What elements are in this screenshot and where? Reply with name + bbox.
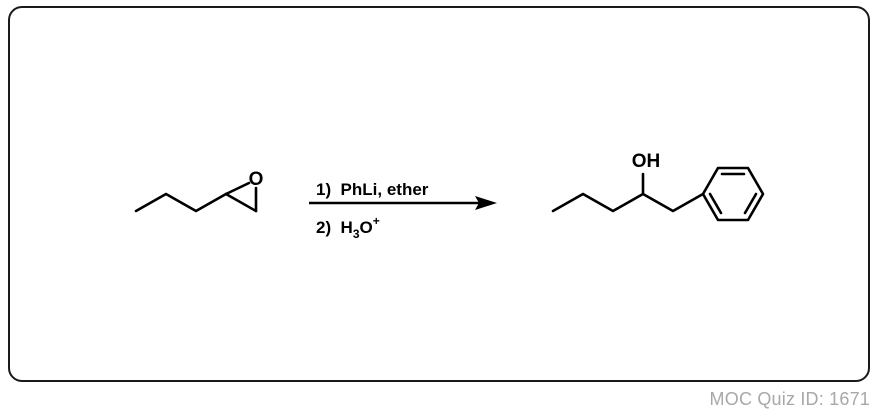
epoxide-bond-c1-c2 [224, 192, 258, 213]
reagent-step2-oxygen: O [360, 218, 373, 237]
reaction-arrow [309, 196, 497, 210]
reagent-step1: 1) PhLi, ether [316, 180, 429, 199]
benzene-ring [701, 166, 765, 222]
reagent-step2-subscript: 3 [353, 227, 360, 241]
benzene-double-bond-3 [708, 192, 723, 215]
reagent-step2-prefix: 2) H [316, 218, 353, 237]
reagent-step2-superscript: + [373, 214, 380, 228]
quiz-id-label: MOC Quiz ID: 1671 [709, 389, 870, 409]
epoxide-bond-c1-o [224, 181, 251, 196]
reactant-epoxide [134, 181, 258, 213]
benzene-double-bond-2 [743, 192, 758, 215]
epoxide-oxygen-label: O [249, 169, 264, 190]
product-carbon-chain [551, 192, 705, 213]
scheme-frame [8, 6, 870, 382]
hydroxyl-label: OH [632, 151, 661, 172]
reactant-butyl-chain [134, 192, 228, 213]
reagent-step2: 2) H3O+ [316, 214, 380, 241]
product-alcohol [551, 166, 765, 222]
arrow-head [475, 196, 497, 210]
